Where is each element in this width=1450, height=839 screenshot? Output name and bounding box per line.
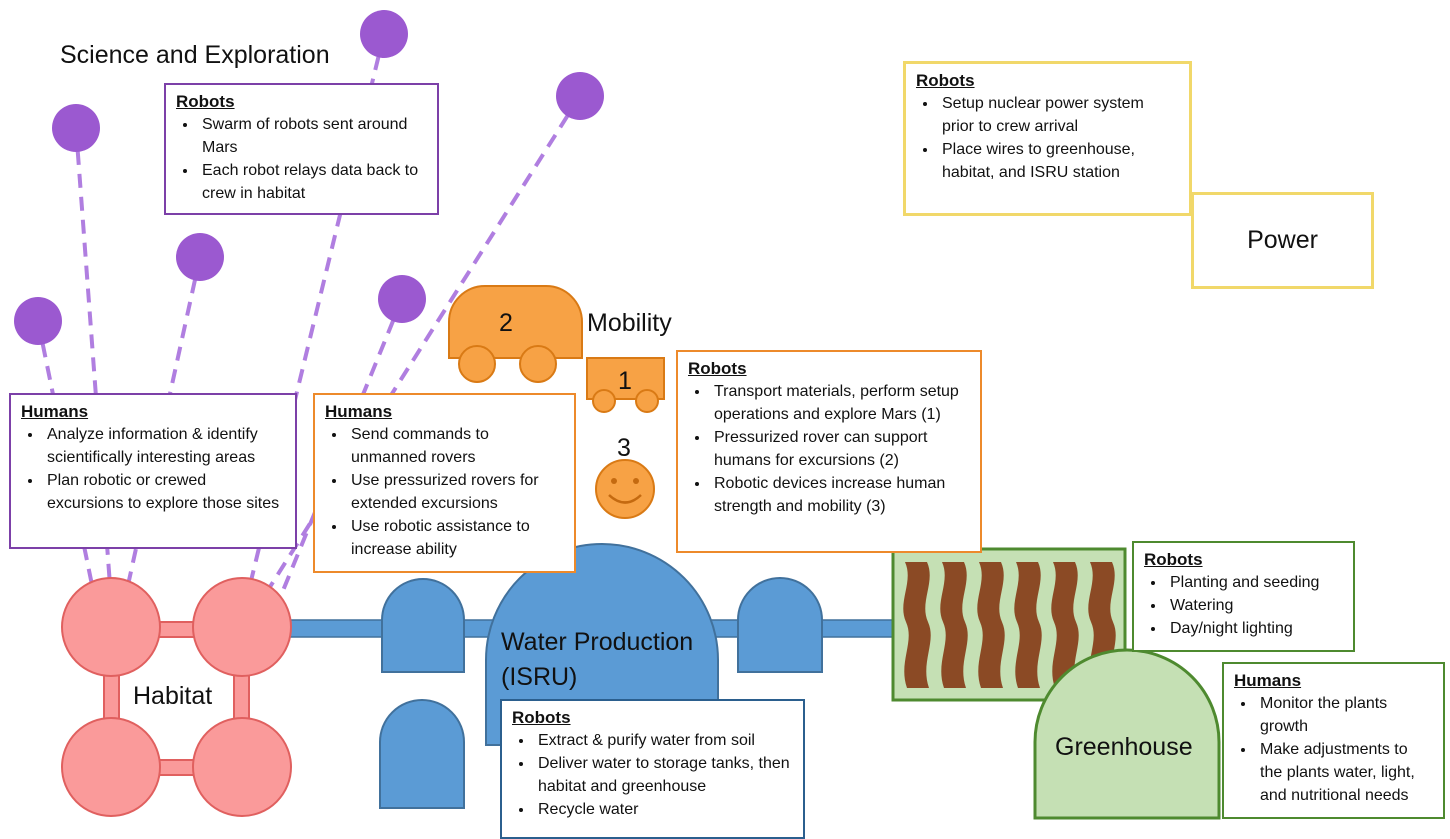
list-item: Swarm of robots sent around Mars <box>198 113 427 159</box>
list-item: Robotic devices increase human strength … <box>710 472 970 518</box>
pressurized-rover <box>448 285 583 383</box>
bullet-list: Extract & purify water from soil Deliver… <box>512 729 793 821</box>
greenhouse-robots-box: Robots Planting and seeding Watering Day… <box>1132 541 1355 652</box>
greenhouse-humans-box: Humans Monitor the plants growth Make ad… <box>1222 662 1445 819</box>
smiley-face <box>595 459 655 519</box>
habitat-modules <box>61 577 292 817</box>
list-item: Use robotic assistance to increase abili… <box>347 515 564 561</box>
bullet-list: Planting and seeding Watering Day/night … <box>1144 571 1343 640</box>
rover-wheel <box>458 345 496 383</box>
science-robots-box: Robots Swarm of robots sent around Mars … <box>164 83 439 215</box>
greenhouse-label: Greenhouse <box>1055 733 1193 761</box>
small-rover <box>586 357 665 413</box>
rover-small-number: 1 <box>618 367 632 395</box>
habitat-module <box>61 717 161 817</box>
bullet-list: Transport materials, perform setup opera… <box>688 380 970 518</box>
storage-tank <box>737 577 823 673</box>
robot-dot <box>556 72 604 120</box>
bullet-list: Setup nuclear power system prior to crew… <box>916 92 1179 184</box>
list-item: Analyze information & identify scientifi… <box>43 423 285 469</box>
habitat-module <box>61 577 161 677</box>
box-heading: Humans <box>325 402 393 421</box>
list-item: Use pressurized rovers for extended excu… <box>347 469 564 515</box>
list-item: Planting and seeding <box>1166 571 1343 594</box>
power-box: Power <box>1191 192 1374 289</box>
science-title: Science and Exploration <box>60 41 330 69</box>
water-robots-box: Robots Extract & purify water from soil … <box>500 699 805 839</box>
rover-large-number: 2 <box>499 309 513 337</box>
robot-dot <box>360 10 408 58</box>
soil-row <box>1051 562 1079 688</box>
greenhouse-dome <box>1033 648 1221 820</box>
smiley-eye <box>633 478 639 484</box>
assist-number: 3 <box>617 434 631 462</box>
mobility-humans-box: Humans Send commands to unmanned rovers … <box>313 393 576 573</box>
habitat-connector <box>157 621 199 638</box>
soil-row <box>1014 562 1042 688</box>
robot-dot <box>14 297 62 345</box>
list-item: Watering <box>1166 594 1343 617</box>
list-item: Each robot relays data back to crew in h… <box>198 159 427 205</box>
smiley-eye <box>611 478 617 484</box>
bullet-list: Monitor the plants growth Make adjustmen… <box>1234 692 1433 807</box>
box-heading: Humans <box>1234 671 1302 690</box>
storage-tank <box>381 578 465 673</box>
isru-dome <box>485 543 719 746</box>
box-heading: Robots <box>176 92 235 111</box>
smiley-assist-icon <box>595 459 655 519</box>
list-item: Day/night lighting <box>1166 617 1343 640</box>
soil-row <box>977 562 1005 688</box>
water-title-line1: Water Production <box>501 628 694 656</box>
mobility-robots-box: Robots Transport materials, perform setu… <box>676 350 982 553</box>
soil-row <box>940 562 968 688</box>
box-heading: Humans <box>21 402 89 421</box>
list-item: Setup nuclear power system prior to crew… <box>938 92 1179 138</box>
box-heading: Robots <box>916 71 975 90</box>
bullet-list: Analyze information & identify scientifi… <box>21 423 285 515</box>
soil-row <box>903 562 931 688</box>
list-item: Extract & purify water from soil <box>534 729 793 752</box>
box-heading: Robots <box>512 708 571 727</box>
robot-dot <box>52 104 100 152</box>
soil-rows <box>903 562 1116 688</box>
rover-wheel <box>592 389 616 413</box>
robot-dot <box>378 275 426 323</box>
power-title: Power <box>1247 226 1318 254</box>
list-item: Send commands to unmanned rovers <box>347 423 564 469</box>
rover-wheel <box>635 389 659 413</box>
box-heading: Robots <box>688 359 747 378</box>
list-item: Pressurized rover can support humans for… <box>710 426 970 472</box>
list-item: Plan robotic or crewed excursions to exp… <box>43 469 285 515</box>
habitat-module <box>192 717 292 817</box>
list-item: Monitor the plants growth <box>1256 692 1433 738</box>
exploration-robots <box>14 10 604 345</box>
water-title-line2: (ISRU) <box>501 663 578 691</box>
list-item: Transport materials, perform setup opera… <box>710 380 970 426</box>
rover-body <box>448 285 583 359</box>
smiley-mouth <box>608 494 642 504</box>
box-heading: Robots <box>1144 550 1203 569</box>
water-production-domes <box>379 543 823 809</box>
habitat-label: Habitat <box>133 682 213 710</box>
power-robots-box: Robots Setup nuclear power system prior … <box>903 61 1192 216</box>
bullet-list: Send commands to unmanned rovers Use pre… <box>325 423 564 561</box>
list-item: Make adjustments to the plants water, li… <box>1256 738 1433 807</box>
list-item: Recycle water <box>534 798 793 821</box>
storage-tank <box>379 699 465 809</box>
list-item: Place wires to greenhouse, habitat, and … <box>938 138 1179 184</box>
rover-wheel <box>519 345 557 383</box>
science-humans-box: Humans Analyze information & identify sc… <box>9 393 297 549</box>
habitat-connector <box>157 759 199 776</box>
mobility-title: Mobility <box>587 309 672 337</box>
robot-dot <box>176 233 224 281</box>
list-item: Deliver water to storage tanks, then hab… <box>534 752 793 798</box>
habitat-module <box>192 577 292 677</box>
bullet-list: Swarm of robots sent around Mars Each ro… <box>176 113 427 205</box>
